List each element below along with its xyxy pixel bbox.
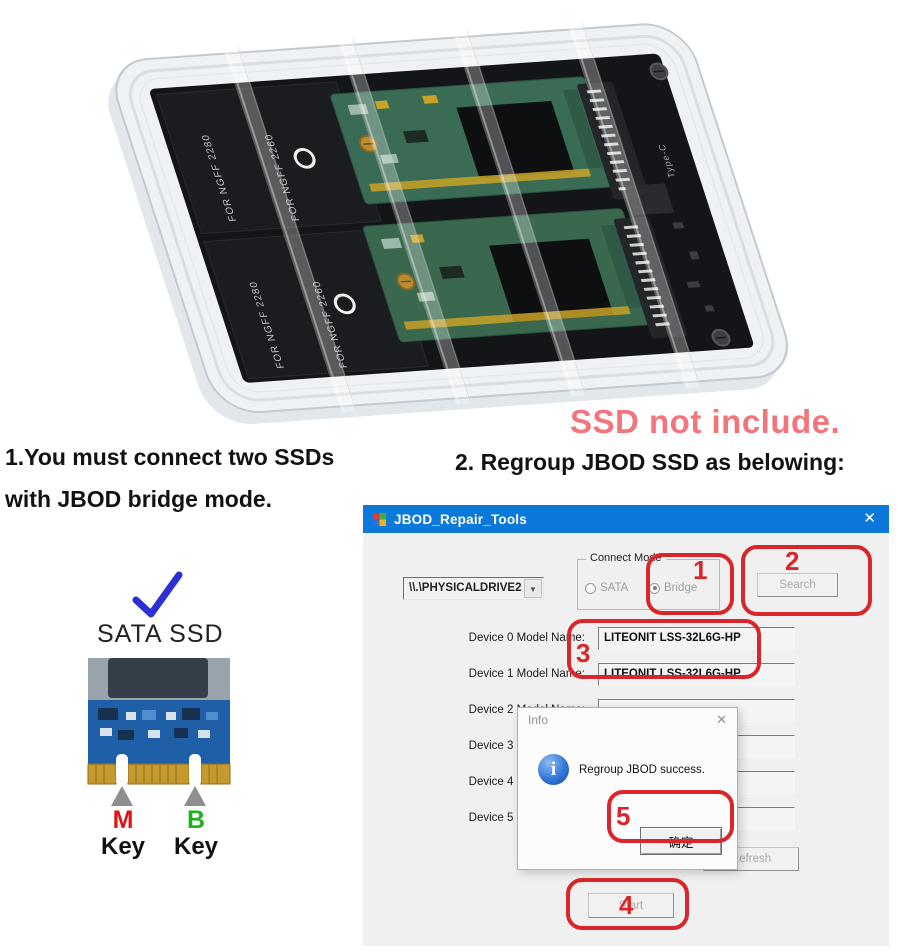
radio-bridge-label: Bridge — [664, 582, 698, 594]
m2-ssd-bottom — [363, 208, 659, 343]
start-button[interactable]: Start — [588, 893, 674, 918]
b-key-notch — [189, 754, 201, 786]
info-dialog-title: Info — [528, 713, 549, 727]
m-key-notch — [116, 754, 128, 786]
connect-mode-legend: Connect Mode — [586, 552, 666, 564]
ssd-not-included-note: SSD not include. — [570, 403, 841, 440]
standoff-ring — [333, 293, 356, 315]
b-key-letter: B — [186, 806, 206, 834]
callout-box-2 — [741, 545, 872, 616]
b-key-label: Key — [173, 833, 219, 860]
step1-heading-line1: 1.You must connect two SSDs — [5, 444, 335, 470]
device0-label: Device 0 Model Name: — [468, 632, 585, 644]
radio-sata[interactable]: SATA — [585, 582, 628, 594]
sata-connector-top — [577, 81, 650, 200]
blue-checkmark-icon — [132, 571, 183, 618]
m2-ssd-top — [330, 76, 620, 205]
title-bar[interactable]: JBOD_Repair_Tools ✕ — [363, 505, 889, 533]
callout-number-4: 4 — [619, 890, 634, 920]
radio-sata-dot[interactable] — [585, 582, 596, 594]
callout-box-5 — [607, 790, 734, 843]
callout-number-2: 2 — [785, 546, 800, 576]
window-client-area: \\.\PHYSICALDRIVE2 ▼ Connect Mode SATA B… — [363, 533, 889, 946]
window-title: JBOD_Repair_Tools — [394, 511, 527, 527]
m-key-letter: M — [112, 806, 134, 834]
callout-box-1 — [646, 553, 734, 615]
product-photo: FOR NGFF 2280 FOR NGFF 2260 FOR NGFF 228… — [108, 22, 788, 425]
callout-number-3: 3 — [576, 638, 591, 668]
case-ribs — [222, 22, 702, 413]
info-dialog: Info ✕ i Regroup JBOD success. 确定 — [517, 707, 738, 870]
window-close-icon[interactable]: ✕ — [863, 510, 876, 527]
device1-label: Device 1 Model Name: — [468, 668, 585, 680]
jbod-repair-tools-window: JBOD_Repair_Tools ✕ \\.\PHYSICALDRIVE2 ▼… — [363, 505, 889, 946]
callout-box-4 — [566, 878, 689, 930]
radio-bridge[interactable]: Bridge — [649, 582, 697, 594]
callout-number-1: 1 — [693, 555, 708, 585]
app-icon — [372, 512, 387, 526]
callout-box-3 — [567, 619, 761, 679]
info-dialog-close-icon[interactable]: ✕ — [716, 712, 727, 727]
chevron-down-icon[interactable]: ▼ — [524, 579, 542, 598]
search-button[interactable]: Search — [757, 573, 838, 597]
m-key-arrow — [111, 786, 133, 806]
standoff-ring — [293, 147, 316, 169]
step2-heading: 2. Regroup JBOD SSD as belowing: — [455, 449, 845, 475]
info-dialog-message: Regroup JBOD success. — [579, 764, 705, 776]
m2-connector-photo — [87, 658, 231, 786]
info-icon: i — [538, 754, 569, 785]
radio-sata-label: SATA — [600, 582, 629, 594]
sata-connector-bottom — [613, 216, 688, 339]
physical-drive-select[interactable]: \\.\PHYSICALDRIVE2 ▼ — [403, 577, 544, 600]
step1-heading-line2: with JBOD bridge mode. — [5, 486, 273, 512]
sata-ssd-label: SATA SSD — [97, 620, 224, 648]
b-key-arrow — [184, 786, 206, 806]
callout-number-5: 5 — [616, 801, 631, 831]
physical-drive-value: \\.\PHYSICALDRIVE2 — [409, 582, 522, 594]
m-key-label: Key — [100, 833, 146, 860]
